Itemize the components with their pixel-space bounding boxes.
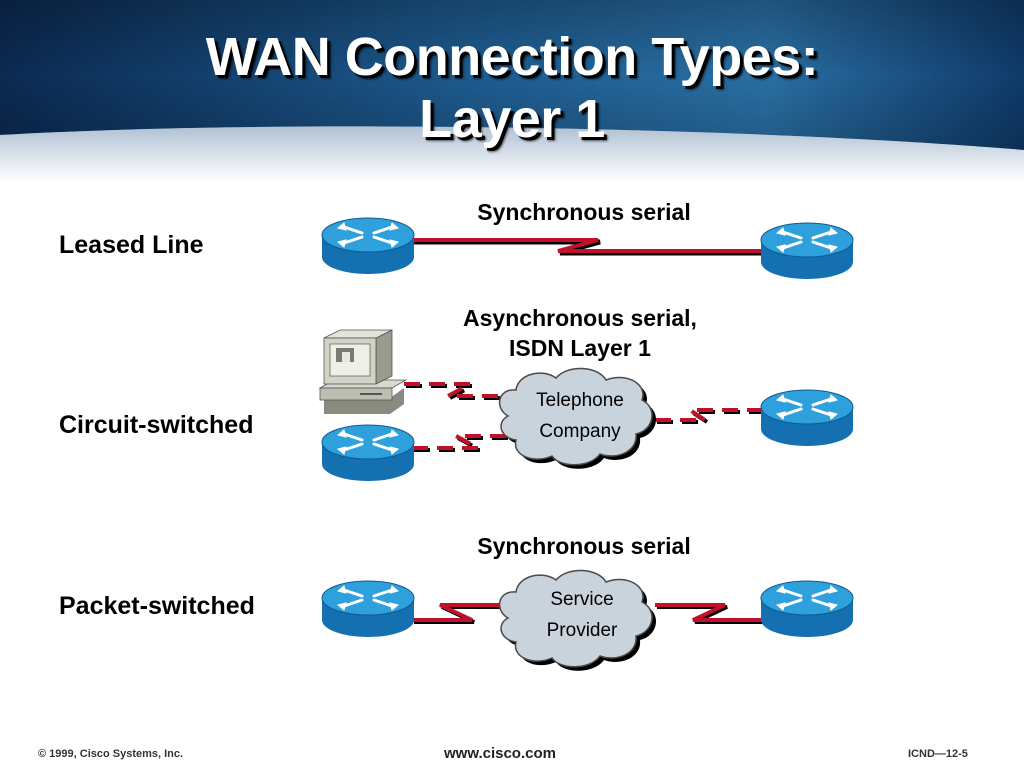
service-provider-label-line1: Service — [550, 589, 614, 610]
telephone-cloud-label-line1: Telephone — [536, 390, 624, 411]
router-icon-packet-left — [320, 579, 416, 639]
packet-switched-label: Packet-switched — [59, 592, 255, 620]
footer-website[interactable]: www.cisco.com — [444, 745, 556, 762]
footer-slide-id: ICND—12-5 — [908, 748, 968, 760]
telephone-cloud-label-line2: Company — [539, 421, 621, 442]
slide-title-line1: WAN Connection Types: — [205, 27, 819, 87]
title-banner — [0, 0, 1024, 182]
router-icon-leased-right — [759, 221, 855, 281]
router-icon-circuit-left — [320, 423, 416, 483]
router-icon-circuit-right — [759, 388, 855, 448]
packet-switched-links — [412, 603, 772, 624]
circuit-switched-links — [404, 382, 767, 452]
router-icon-leased-left — [320, 216, 416, 276]
router-icon-packet-right — [759, 579, 855, 639]
leased-line-link — [412, 238, 774, 256]
circuit-connection-label-line1: Asynchronous serial, — [463, 305, 697, 331]
packet-connection-label: Synchronous serial — [477, 533, 691, 559]
service-provider-label-line2: Provider — [546, 620, 618, 641]
leased-line-label: Leased Line — [59, 231, 204, 259]
slide-title-line2: Layer 1 — [419, 89, 605, 149]
leased-connection-label: Synchronous serial — [477, 199, 691, 225]
footer-copyright: © 1999, Cisco Systems, Inc. — [38, 748, 184, 760]
circuit-connection-label-line2: ISDN Layer 1 — [509, 335, 651, 361]
workstation-icon — [318, 329, 408, 414]
circuit-switched-label: Circuit-switched — [59, 411, 254, 439]
